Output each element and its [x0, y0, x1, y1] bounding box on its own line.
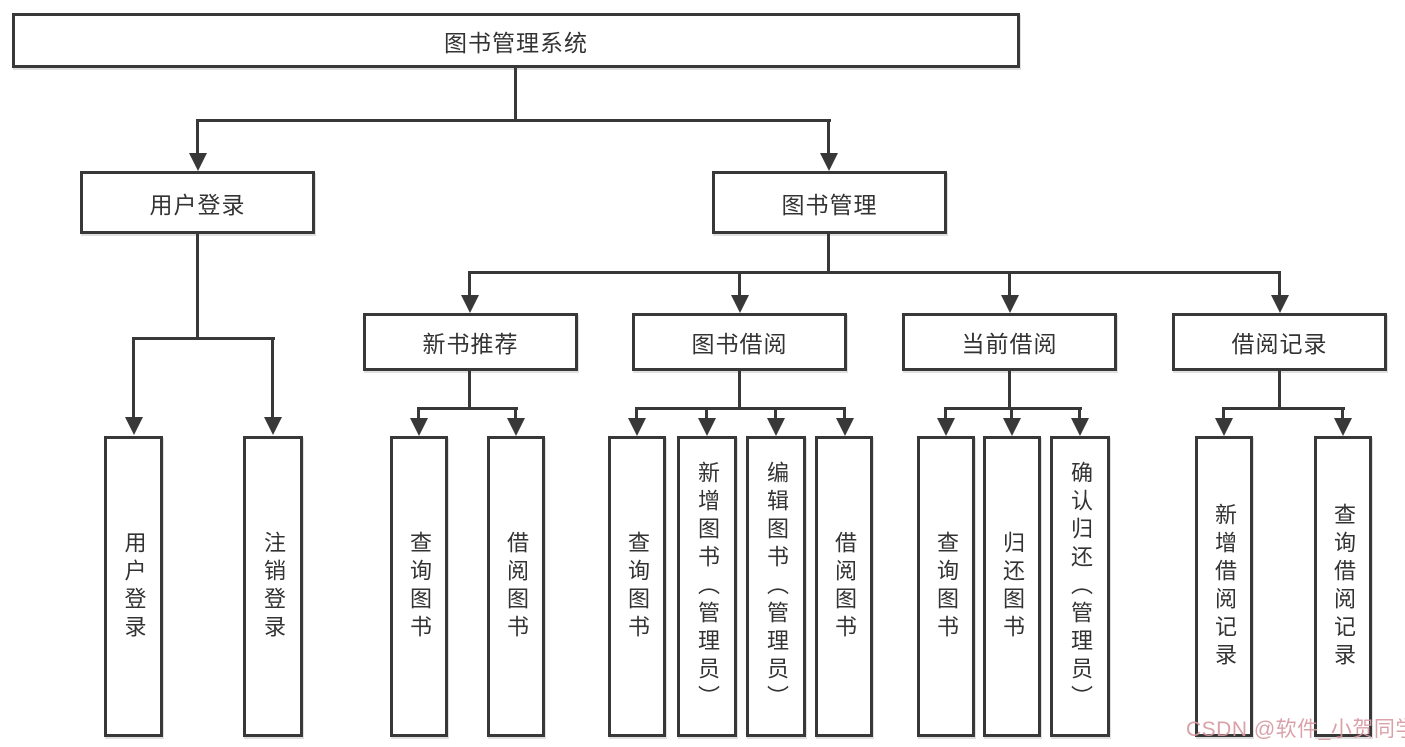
node-book-mgmt-label: 图书管理: [781, 191, 878, 218]
leaf-nbr-borrow-book-label: 借阅图书: [504, 530, 529, 643]
leaf-cb-confirm-return-box: 确认归还（管理员）: [1050, 436, 1110, 737]
connector-borrow-record-stem: [1278, 371, 1281, 410]
down-arrow-bb-add-book: [705, 407, 708, 418]
connector-book-borrow-stem: [738, 371, 741, 410]
leaf-br-query-record-label: 查询借阅记录: [1331, 502, 1356, 671]
leaf-bb-add-book-label: 新增图书（管理员）: [695, 460, 720, 713]
leaf-bb-borrow-book-box: 借阅图书: [815, 436, 873, 737]
node-borrow-record-box: 借阅记录: [1172, 313, 1387, 371]
leaf-logout-label: 注销登录: [261, 530, 286, 643]
leaf-nbr-query-book-label: 查询图书: [407, 530, 432, 643]
down-arrow-bb-query-book: [635, 407, 638, 418]
connector-current-borrow-stem: [1008, 371, 1011, 410]
leaf-br-add-record-label: 新增借阅记录: [1212, 502, 1237, 671]
node-user-login-label: 用户登录: [149, 191, 246, 218]
connector-new-book-rec-stem: [468, 371, 471, 410]
leaf-user-login-box: 用户登录: [104, 436, 163, 737]
node-book-mgmt-box: 图书管理: [712, 171, 947, 234]
down-arrow-new-book-rec: [468, 271, 471, 295]
node-book-borrow-label: 图书借阅: [691, 331, 788, 357]
down-arrow-leaf-user-login: [132, 337, 135, 417]
leaf-user-login-label: 用户登录: [121, 530, 147, 643]
leaf-cb-query-book-box: 查询图书: [917, 436, 975, 737]
leaf-logout-box: 注销登录: [243, 436, 303, 737]
down-arrow-bb-edit-book: [774, 407, 777, 418]
connector-new-book-rec-bus: [417, 407, 518, 410]
connector-user-login-stem: [196, 234, 199, 340]
down-arrow-borrow-record: [1278, 271, 1281, 295]
down-arrow-leaf-logout: [271, 337, 274, 417]
down-arrow-cb-confirm-return: [1078, 407, 1081, 418]
leaf-bb-borrow-book-label: 借阅图书: [832, 530, 857, 643]
leaf-bb-edit-book-label: 编辑图书（管理员）: [764, 460, 789, 713]
down-arrow-cb-return-book: [1010, 407, 1013, 418]
leaf-nbr-borrow-book-box: 借阅图书: [487, 436, 545, 737]
connector-book-mgmt-stem: [827, 234, 830, 274]
connector-root-bus: [196, 119, 831, 122]
node-new-book-rec-box: 新书推荐: [363, 313, 578, 371]
leaf-nbr-query-book-box: 查询图书: [390, 436, 448, 737]
node-root-box: 图书管理系统: [12, 13, 1020, 68]
node-root-label: 图书管理系统: [444, 29, 588, 56]
connector-book-mgmt-bus: [468, 271, 1281, 274]
down-arrow-nbr-query-book: [417, 407, 420, 418]
node-current-borrow-label: 当前借阅: [961, 331, 1058, 357]
down-arrow-bb-borrow-book: [843, 407, 846, 418]
connector-root-stem: [514, 68, 517, 122]
down-arrow-book-borrow: [738, 271, 741, 295]
node-new-book-rec-label: 新书推荐: [422, 331, 519, 357]
leaf-cb-return-book-label: 归还图书: [1000, 530, 1025, 643]
leaf-bb-query-book-label: 查询图书: [625, 530, 650, 643]
node-current-borrow-box: 当前借阅: [902, 313, 1117, 371]
down-arrow-br-query-record: [1341, 407, 1344, 418]
down-arrow-user-login: [196, 119, 199, 153]
connector-borrow-record-bus: [1222, 407, 1345, 410]
leaf-cb-query-book-label: 查询图书: [934, 530, 959, 643]
connector-user-login-bus: [132, 337, 275, 340]
down-arrow-br-add-record: [1222, 407, 1225, 418]
leaf-cb-confirm-return-label: 确认归还（管理员）: [1068, 460, 1093, 713]
down-arrow-book-mgmt: [827, 119, 830, 153]
connector-book-borrow-bus: [635, 407, 846, 410]
leaf-bb-add-book-box: 新增图书（管理员）: [677, 436, 737, 737]
node-book-borrow-box: 图书借阅: [632, 313, 847, 371]
leaf-cb-return-book-box: 归还图书: [983, 436, 1041, 737]
down-arrow-cb-query-book: [944, 407, 947, 418]
down-arrow-current-borrow: [1008, 271, 1011, 295]
leaf-bb-query-book-box: 查询图书: [608, 436, 666, 737]
csdn-watermark: CSDN @软件_小贺同学: [1186, 718, 1405, 741]
node-user-login-box: 用户登录: [80, 171, 315, 234]
connector-current-borrow-bus: [944, 407, 1082, 410]
leaf-bb-edit-book-box: 编辑图书（管理员）: [746, 436, 806, 737]
node-borrow-record-label: 借阅记录: [1231, 331, 1328, 357]
down-arrow-nbr-borrow-book: [514, 407, 517, 418]
leaf-br-query-record-box: 查询借阅记录: [1314, 436, 1372, 737]
leaf-br-add-record-box: 新增借阅记录: [1195, 436, 1253, 737]
